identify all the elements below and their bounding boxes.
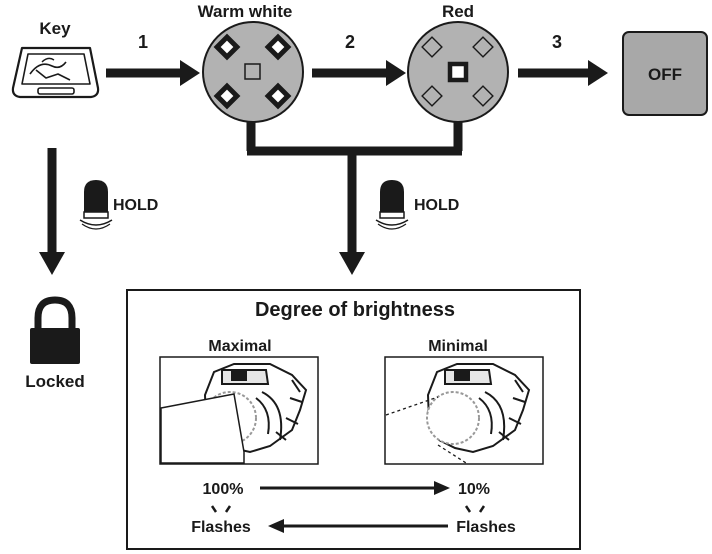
arrow-down-to-brightness <box>339 252 365 275</box>
red-label: Red <box>442 2 474 21</box>
arrow-max-to-min <box>260 481 450 495</box>
hold-label-left: HOLD <box>113 197 158 214</box>
hold-connector-modes <box>246 122 463 256</box>
arrow-key-to-locked <box>39 148 65 275</box>
hold-label-right: HOLD <box>414 197 459 214</box>
key-fob-icon <box>11 46 100 99</box>
flashes-left: Flashes <box>191 519 251 536</box>
arrow-min-to-max <box>268 519 448 533</box>
headlamp-icon <box>384 356 544 465</box>
headlamp-icon <box>159 356 319 465</box>
step-1-number: 1 <box>138 32 148 52</box>
brightness-title: Degree of brightness <box>255 299 455 321</box>
warm-white-label: Warm white <box>198 2 293 21</box>
warm-white-led-icon <box>202 21 304 123</box>
padlock-icon <box>30 296 80 364</box>
step-3-number: 3 <box>552 32 562 52</box>
red-led-icon <box>407 21 509 123</box>
key-label: Key <box>39 19 71 38</box>
flashes-right: Flashes <box>456 519 516 536</box>
maximal-label: Maximal <box>208 338 271 355</box>
arrow-warm-to-red <box>312 60 406 86</box>
off-state-box <box>622 31 708 116</box>
arrow-key-to-warm <box>106 60 200 86</box>
flash-marks-left <box>210 505 232 513</box>
off-label: OFF <box>648 65 682 84</box>
press-button-icon <box>79 180 113 230</box>
step-2-number: 2 <box>345 32 355 52</box>
flash-marks-right <box>464 505 486 513</box>
press-button-icon <box>375 180 409 230</box>
minimal-label: Minimal <box>428 338 488 355</box>
locked-label: Locked <box>25 372 85 391</box>
min-percent: 10% <box>458 481 490 498</box>
arrow-red-to-off <box>518 60 608 86</box>
max-percent: 100% <box>203 481 244 498</box>
